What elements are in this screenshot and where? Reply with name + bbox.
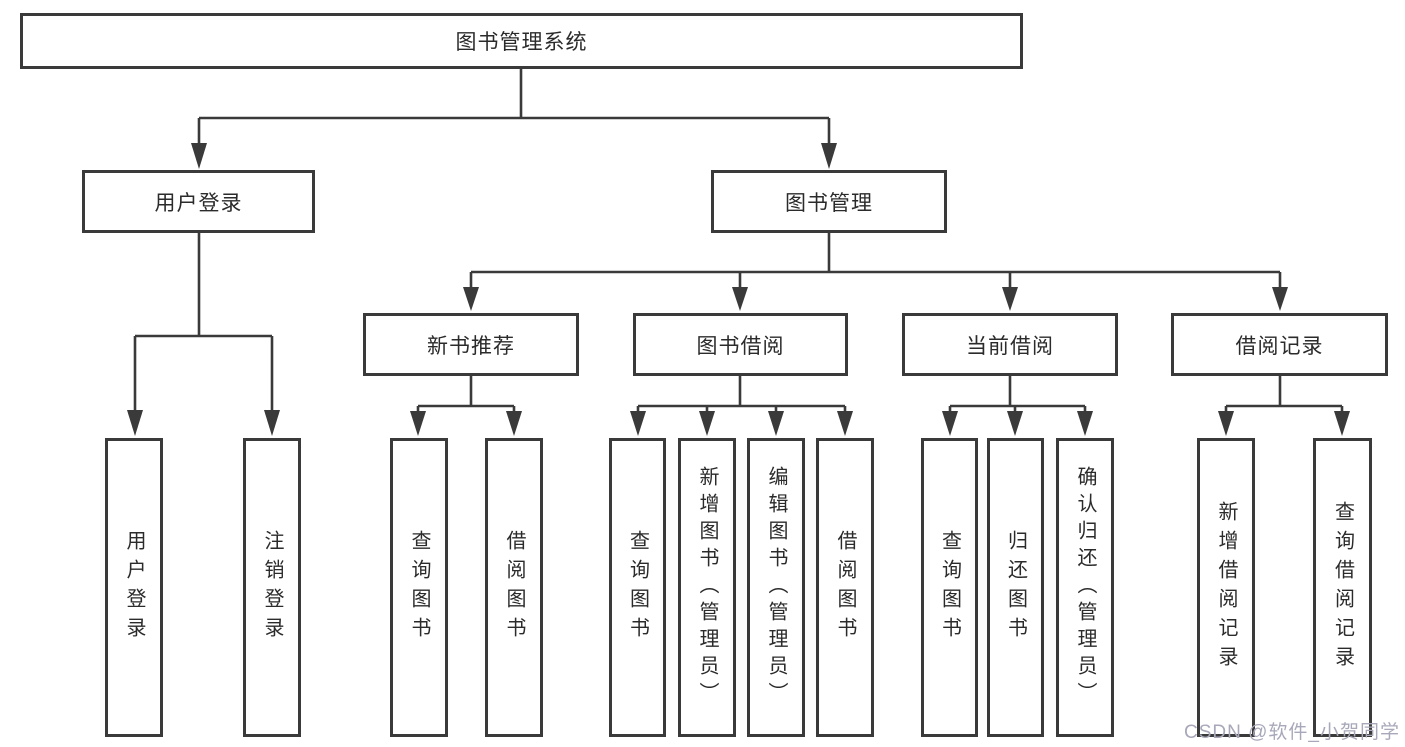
arrowhead-icon bbox=[768, 411, 784, 436]
arrowhead-icon bbox=[630, 411, 646, 436]
arrowhead-icon bbox=[463, 287, 479, 311]
node-leaf-logout: 注销登录 bbox=[243, 438, 301, 737]
arrowhead-icon bbox=[1218, 411, 1234, 436]
node-book-borrowing: 图书借阅 bbox=[633, 313, 848, 376]
connector-borrowing-records-to-leaves bbox=[1218, 376, 1350, 436]
node-label: 查询借阅记录 bbox=[1331, 500, 1354, 675]
node-leaf-edit-books-admin: 编辑图书（管理员） bbox=[747, 438, 805, 737]
node-label: 新增借阅记录 bbox=[1215, 500, 1237, 675]
node-label: 新增图书（管理员） bbox=[696, 466, 718, 709]
node-user-login: 用户登录 bbox=[82, 170, 315, 233]
connector-root-to-level2 bbox=[191, 69, 837, 169]
node-new-book-recommendation: 新书推荐 bbox=[363, 313, 579, 376]
node-label: 用户登录 bbox=[123, 529, 145, 646]
node-label: 新书推荐 bbox=[427, 334, 515, 358]
arrowhead-icon bbox=[1007, 411, 1023, 436]
node-label: 查询图书 bbox=[408, 529, 430, 646]
node-leaf-return-books: 归还图书 bbox=[987, 438, 1044, 737]
node-leaf-borrow-books-recommend: 借阅图书 bbox=[485, 438, 543, 737]
node-label: 图书管理系统 bbox=[455, 31, 588, 54]
connector-book-borrowing-to-leaves bbox=[630, 376, 853, 436]
arrowhead-icon bbox=[264, 410, 280, 436]
node-label: 图书借阅 bbox=[696, 334, 785, 358]
node-label: 用户登录 bbox=[154, 191, 243, 215]
connector-new-book-recommendation-to-leaves bbox=[410, 376, 522, 436]
node-label: 图书管理 bbox=[785, 191, 873, 215]
arrowhead-icon bbox=[821, 143, 837, 169]
connector-current-borrowing-to-leaves bbox=[942, 376, 1093, 436]
arrowhead-icon bbox=[699, 411, 715, 436]
arrowhead-icon bbox=[506, 411, 522, 436]
node-label: 查询图书 bbox=[626, 529, 649, 646]
node-leaf-add-books-admin: 新增图书（管理员） bbox=[678, 438, 736, 737]
node-label: 确认归还（管理员） bbox=[1074, 466, 1096, 709]
arrowhead-icon bbox=[732, 287, 748, 311]
node-label: 查询图书 bbox=[938, 529, 961, 646]
connector-user-login-to-leaves bbox=[127, 233, 280, 436]
node-book-management: 图书管理 bbox=[711, 170, 947, 233]
arrowhead-icon bbox=[942, 411, 958, 436]
node-leaf-add-borrow-record: 新增借阅记录 bbox=[1197, 438, 1255, 737]
node-leaf-query-books-borrowing: 查询图书 bbox=[609, 438, 666, 737]
arrowhead-icon bbox=[837, 411, 853, 436]
node-label: 注销登录 bbox=[261, 529, 283, 646]
node-leaf-user-login: 用户登录 bbox=[105, 438, 163, 737]
node-leaf-query-books-recommend: 查询图书 bbox=[390, 438, 448, 737]
arrowhead-icon bbox=[1002, 287, 1018, 311]
node-leaf-query-borrow-record: 查询借阅记录 bbox=[1313, 438, 1372, 737]
node-label: 当前借阅 bbox=[966, 334, 1054, 358]
connector-book-management-to-level3 bbox=[463, 233, 1288, 311]
node-leaf-query-books-current: 查询图书 bbox=[921, 438, 978, 737]
node-leaf-borrow-books: 借阅图书 bbox=[816, 438, 874, 737]
arrowhead-icon bbox=[1077, 411, 1093, 436]
node-library-management-system: 图书管理系统 bbox=[20, 13, 1023, 69]
arrowhead-icon bbox=[410, 411, 426, 436]
node-borrowing-records: 借阅记录 bbox=[1171, 313, 1388, 376]
node-label: 借阅图书 bbox=[834, 529, 856, 646]
arrowhead-icon bbox=[191, 143, 207, 169]
node-leaf-confirm-return-admin: 确认归还（管理员） bbox=[1056, 438, 1114, 737]
node-label: 归还图书 bbox=[1004, 529, 1027, 646]
arrowhead-icon bbox=[1334, 411, 1350, 436]
node-label: 借阅记录 bbox=[1235, 334, 1324, 358]
arrowhead-icon bbox=[127, 410, 143, 436]
csdn-watermark: CSDN @软件_小贺同学 bbox=[1184, 722, 1400, 743]
arrowhead-icon bbox=[1272, 287, 1288, 311]
node-label: 借阅图书 bbox=[503, 529, 525, 646]
node-label: 编辑图书（管理员） bbox=[765, 466, 787, 709]
node-current-borrowing: 当前借阅 bbox=[902, 313, 1118, 376]
